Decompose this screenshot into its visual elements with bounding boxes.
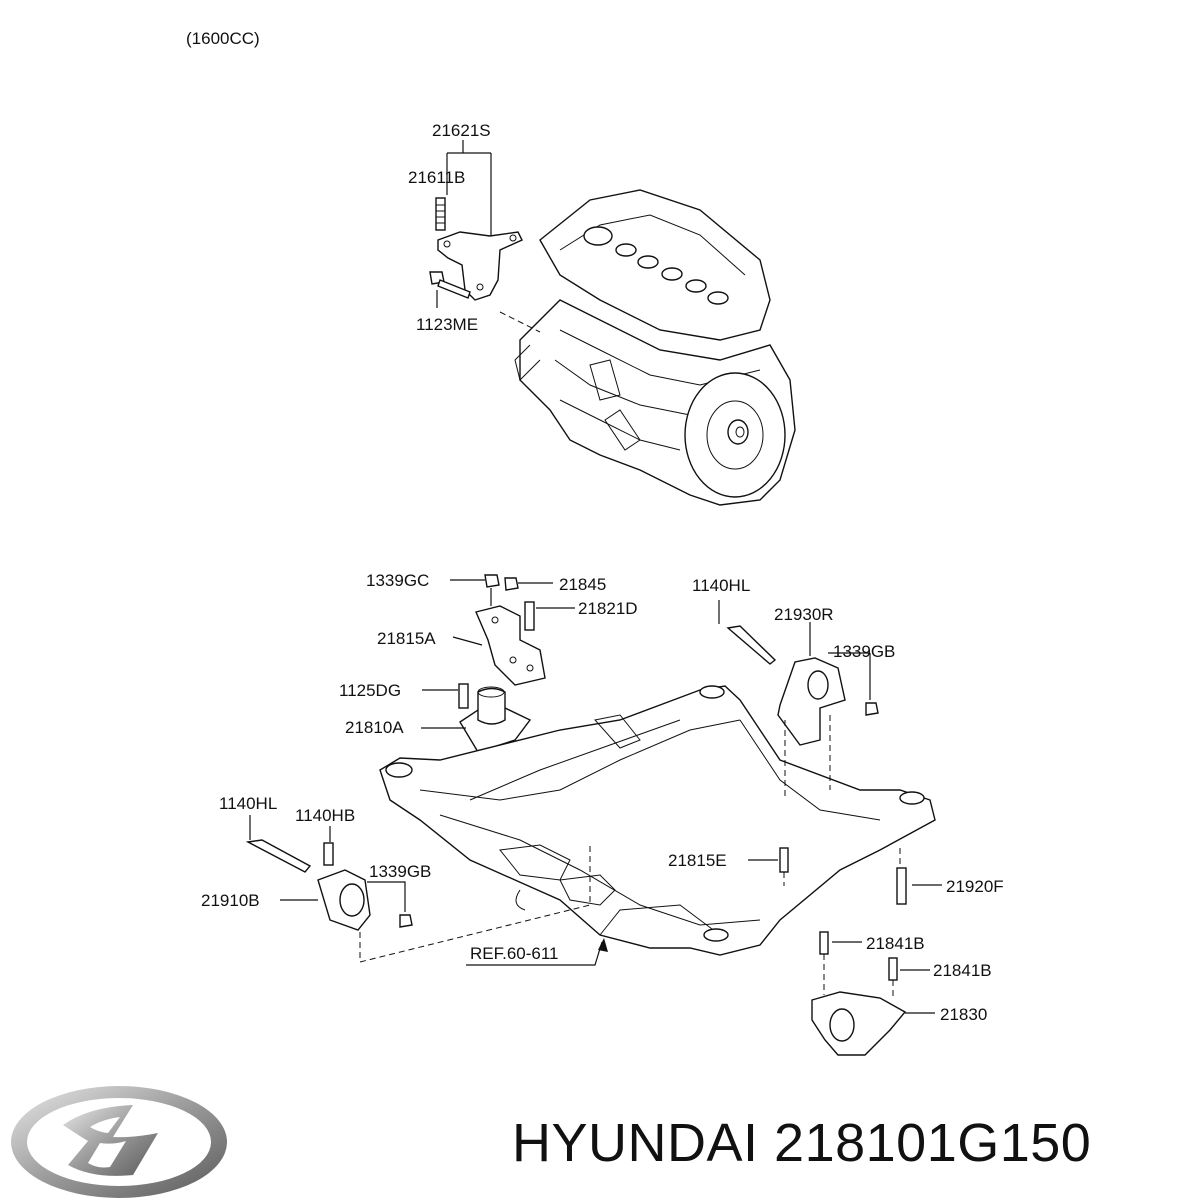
callout-1140HL-right: 1140HL [692, 576, 750, 595]
callout-1125DG: 1125DG [339, 681, 401, 700]
callout-21815A: 21815A [377, 629, 436, 648]
callout-ref-60-611: REF.60-611 [470, 944, 559, 963]
transmission-mount-21830 [811, 931, 907, 1056]
callout-21841B-b: 21841B [933, 961, 992, 980]
brand-name: HYUNDAI [512, 1113, 759, 1173]
callout-21910B: 21910B [201, 891, 260, 910]
front-mount-21910B [245, 839, 413, 931]
callout-21830: 21830 [940, 1005, 987, 1024]
engine-block-drawing [514, 189, 796, 506]
part-caption: HYUNDAI 218101G150 [512, 1112, 1091, 1174]
variant-label: (1600CC) [186, 29, 260, 48]
upper-engine-bracket [429, 197, 523, 301]
callout-21815E: 21815E [668, 851, 727, 870]
callout-21920F: 21920F [946, 877, 1004, 896]
engine-mount-21810A [458, 683, 532, 753]
callout-21845: 21845 [559, 575, 606, 594]
callout-1339GB-right: 1339GB [833, 642, 895, 661]
callout-1339GC: 1339GC [366, 571, 429, 590]
callout-21621S: 21621S [432, 121, 491, 140]
transmission-mount-21930R [726, 625, 879, 746]
callout-21611B: 21611B [408, 168, 465, 187]
callout-1140HL-left: 1140HL [219, 794, 277, 813]
callout-21810A: 21810A [345, 718, 404, 737]
engine-mount-bracket-21815A [475, 574, 546, 686]
callout-21930R: 21930R [774, 605, 834, 624]
callout-1140HB: 1140HB [295, 806, 355, 825]
callout-1123ME: 1123ME [416, 315, 478, 334]
callout-21841B-a: 21841B [866, 934, 925, 953]
callout-1339GB-left: 1339GB [369, 862, 431, 881]
front-subframe [379, 685, 936, 956]
part-number: 218101G150 [774, 1113, 1092, 1173]
callout-21821D: 21821D [578, 599, 638, 618]
hyundai-logo-icon [11, 1086, 227, 1198]
